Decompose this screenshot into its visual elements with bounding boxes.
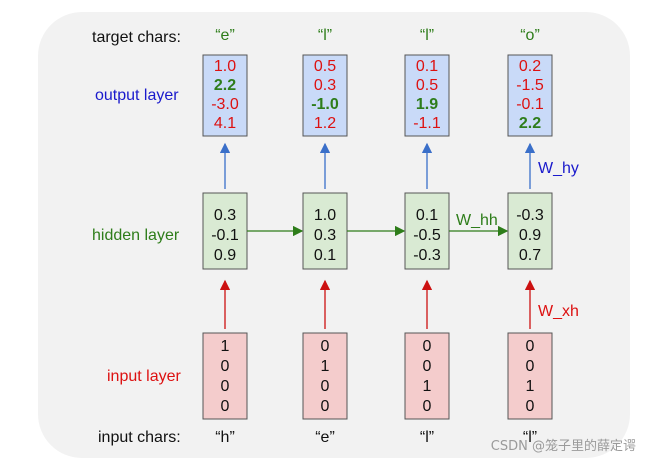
hidden-box-1 — [202, 192, 248, 270]
output-value: 0.3 — [314, 77, 336, 94]
hidden-value: 0.3 — [314, 227, 336, 244]
w-hy-label: W_hy — [538, 160, 579, 177]
input-char-3: “l” — [420, 429, 434, 446]
output-value: 1.2 — [314, 115, 336, 132]
input-char-4: “l” — [523, 429, 537, 446]
hidden-value: -0.3 — [413, 247, 441, 264]
input-value: 0 — [221, 378, 230, 395]
output-box-2 — [302, 54, 348, 137]
hidden-box-4 — [507, 192, 553, 270]
input-value: 0 — [423, 338, 432, 355]
hidden-value: -0.3 — [516, 207, 544, 224]
input-value: 0 — [321, 398, 330, 415]
hidden-value: -0.1 — [211, 227, 239, 244]
output-value: -1.0 — [311, 96, 339, 113]
input-value: 1 — [221, 338, 230, 355]
input-layer-label: input layer — [107, 368, 181, 385]
input-chars-label: input chars: — [98, 429, 181, 446]
output-value: 4.1 — [214, 115, 236, 132]
input-value: 0 — [526, 338, 535, 355]
input-box-2 — [302, 332, 348, 420]
output-value: 0.5 — [314, 58, 336, 75]
target-chars-label: target chars: — [92, 29, 181, 46]
input-box-4 — [507, 332, 553, 420]
output-value: -0.1 — [516, 96, 544, 113]
watermark-text: CSDN @笼子里的薛定谔 — [490, 439, 636, 454]
w-xh-label: W_xh — [538, 303, 579, 320]
hidden-box-3 — [404, 192, 450, 270]
target-char-4: “o” — [520, 27, 540, 44]
output-value: 0.5 — [416, 77, 438, 94]
input-value: 0 — [321, 338, 330, 355]
hidden-value: -0.5 — [413, 227, 441, 244]
w-hh-label: W_hh — [456, 212, 498, 229]
target-char-2: “l” — [318, 27, 332, 44]
output-value: 1.9 — [416, 96, 438, 113]
output-value: 0.1 — [416, 58, 438, 75]
hidden-value: 0.3 — [214, 207, 236, 224]
output-value: -1.5 — [516, 77, 544, 94]
output-value: -1.1 — [413, 115, 441, 132]
hidden-value: 0.9 — [519, 227, 541, 244]
target-char-3: “l” — [420, 27, 434, 44]
input-value: 0 — [221, 358, 230, 375]
hidden-box-2 — [302, 192, 348, 270]
target-char-1: “e” — [215, 27, 235, 44]
hidden-value: 1.0 — [314, 207, 336, 224]
input-value: 1 — [526, 378, 535, 395]
input-char-2: “e” — [315, 429, 335, 446]
input-value: 0 — [423, 398, 432, 415]
input-value: 1 — [423, 378, 432, 395]
hidden-value: 0.1 — [416, 207, 438, 224]
output-value: 2.2 — [214, 77, 236, 94]
output-box-4 — [507, 54, 553, 137]
hidden-value: 0.7 — [519, 247, 541, 264]
input-value: 0 — [221, 398, 230, 415]
input-box-3 — [404, 332, 450, 420]
output-value: 1.0 — [214, 58, 236, 75]
output-box-1 — [202, 54, 248, 137]
output-layer-label: output layer — [95, 87, 179, 104]
input-char-1: “h” — [215, 429, 235, 446]
input-value: 0 — [321, 378, 330, 395]
hidden-value: 0.1 — [314, 247, 336, 264]
output-box-3 — [404, 54, 450, 137]
input-value: 0 — [526, 358, 535, 375]
input-value: 0 — [423, 358, 432, 375]
input-value: 0 — [526, 398, 535, 415]
output-value: 2.2 — [519, 115, 541, 132]
input-box-1 — [202, 332, 248, 420]
hidden-layer-label: hidden layer — [92, 227, 180, 244]
hidden-value: 0.9 — [214, 247, 236, 264]
input-value: 1 — [321, 358, 330, 375]
output-value: 0.2 — [519, 58, 541, 75]
output-value: -3.0 — [211, 96, 239, 113]
columns: “e” 1.0 2.2 -3.0 4.1 0.3 -0.1 0.9 1 0 0 0 “h” “l” 0.5 0… — [202, 27, 553, 446]
